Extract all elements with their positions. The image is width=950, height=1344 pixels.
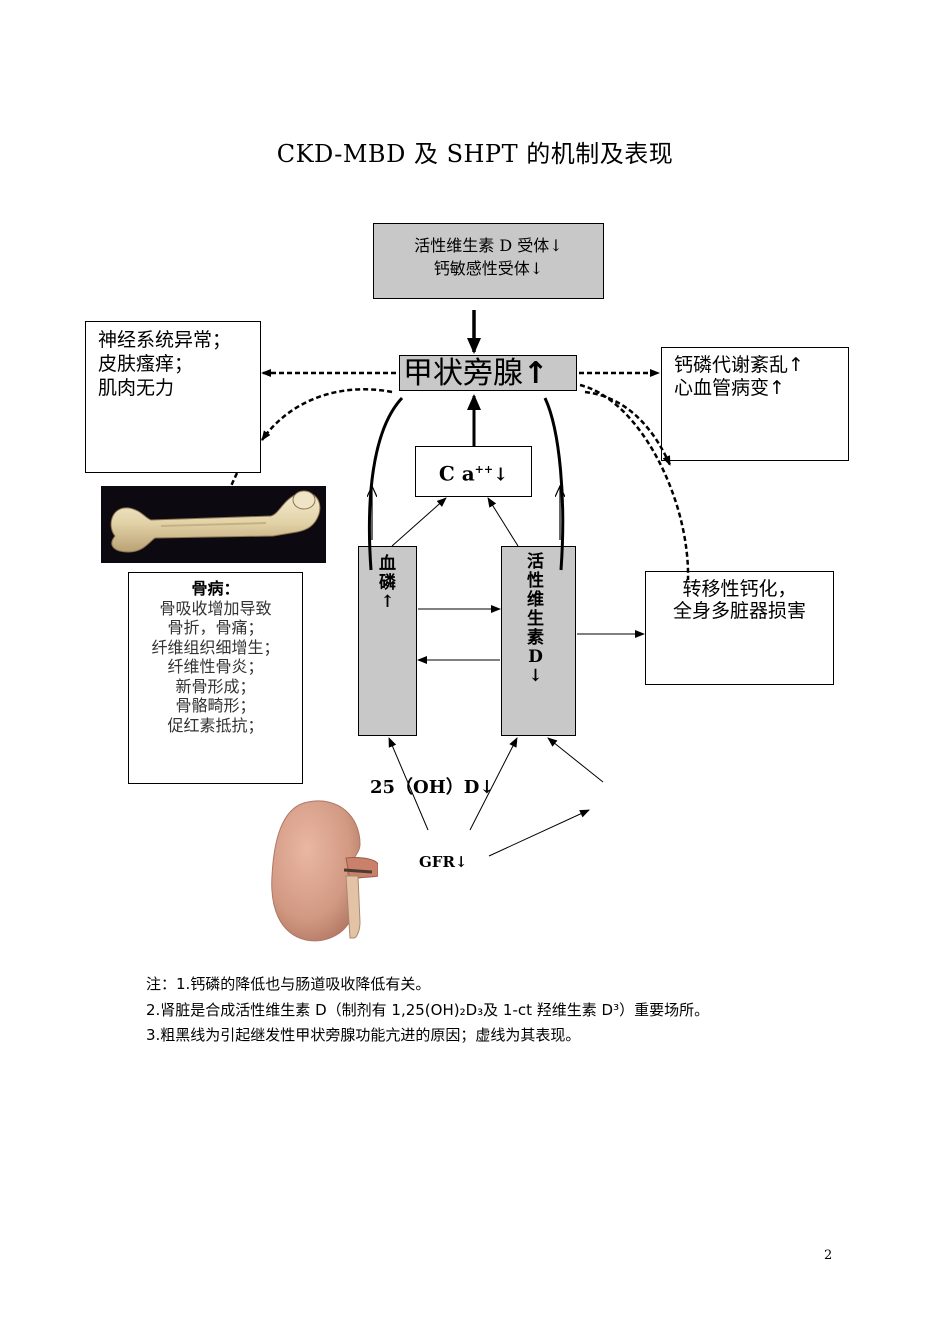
- ca-p-metabolism-box: 钙磷代谢紊乱↑ 心血管病变↑: [661, 347, 849, 461]
- bone-line-1: 骨吸收增加导致: [159, 598, 272, 618]
- kidney-image: [271, 800, 378, 942]
- bone-disease-box: 骨病： 骨吸收增加导致 骨折，骨痛； 纤维组织细增生； 纤维性骨炎； 新骨形成；…: [128, 572, 303, 784]
- parathyroid-to-bone-dashed: [260, 388, 393, 441]
- page-number: 2: [824, 1248, 833, 1263]
- vitd-char-4: 生: [527, 609, 544, 629]
- page-title: CKD-MBD 及 SHPT 的机制及表现: [276, 140, 674, 168]
- neuro-line-1: 神经系统异常；: [98, 329, 232, 351]
- vitd-char-6: D: [528, 647, 543, 667]
- phosphorus-char-1: 血: [379, 554, 396, 574]
- parathyroid-to-calcification-dashed: [579, 383, 690, 581]
- parathyroid-to-cap-lower-dashed: [584, 390, 672, 466]
- phosphorus-column: 血 磷 ↑: [358, 546, 417, 736]
- phosphorus-to-parathyroid-curve: [367, 396, 404, 571]
- vitd-char-1: 活: [527, 552, 544, 572]
- vitd-to-calcium-arrow: [487, 497, 519, 547]
- bone-line-5: 新骨形成；: [175, 676, 256, 696]
- neuro-line-2: 皮肤瘙痒；: [98, 353, 194, 375]
- calcium-label: C a: [438, 461, 475, 486]
- note-3: 3.粗黑线为引起继发性甲状旁腺功能亢进的原因；虚线为其表现。: [146, 1026, 581, 1044]
- calcification-box: 转移性钙化， 全身多脏器损害: [645, 571, 834, 685]
- calcium-down-arrow: ↓: [493, 464, 509, 486]
- note-2: 2.肾脏是合成活性维生素 D（制剂有 1,25(OH)₂D₃及 1-ct 羟维生…: [146, 1001, 710, 1019]
- gfr-to-vitd-arrow: [469, 737, 518, 831]
- phosphorus-char-2: 磷: [379, 573, 396, 593]
- vitd-to-parathyroid-curve: [543, 397, 565, 571]
- bone-line-3: 纤维组织细增生；: [151, 637, 280, 657]
- vitd-char-2: 性: [527, 571, 544, 591]
- femur-bone-image: [101, 486, 326, 563]
- bone-line-6: 骨骼畸形；: [175, 696, 256, 715]
- gfr-label: GFR↓: [419, 853, 468, 871]
- calcium-box: C a++↓: [415, 446, 532, 497]
- neuro-line-3: 肌肉无力: [98, 377, 175, 399]
- phosphorus-up-arrow: ↑: [380, 592, 395, 612]
- parathyroid-up-arrow: ↑: [523, 356, 549, 391]
- note-1: 注：1.钙磷的降低也与肠道吸收降低有关。: [146, 975, 431, 993]
- bone-line-2: 骨折，骨痛；: [167, 618, 264, 637]
- vitd-char-5: 素: [527, 628, 544, 648]
- vitamin-d-column: 活 性 维 生 素 D ↓: [501, 546, 576, 736]
- bone-heading: 骨病：: [191, 579, 240, 598]
- bone-line-4: 纤维性骨炎；: [167, 657, 264, 676]
- hydroxy-vitamin-d-label: 25（OH）D↓: [370, 777, 495, 798]
- vitd-down-arrow: ↓: [528, 666, 543, 686]
- receptor-line-2: 钙敏感性受体↓: [433, 259, 544, 278]
- vitd-char-3: 维: [527, 590, 544, 610]
- receptor-line-1: 活性维生素 D 受体↓: [414, 236, 563, 255]
- receptor-box: 活性维生素 D 受体↓ 钙敏感性受体↓: [373, 223, 604, 299]
- ca-p-line-1: 钙磷代谢紊乱↑: [674, 354, 804, 376]
- gfr-to-phosphorus-arrow: [388, 737, 429, 831]
- neuro-symptoms-box: 神经系统异常； 皮肤瘙痒； 肌肉无力: [85, 321, 261, 473]
- ca-p-line-2: 心血管病变↑: [674, 377, 785, 399]
- gfr-to-right-arrow: [488, 809, 590, 857]
- phosphorus-to-calcium-arrow: [391, 497, 447, 547]
- parathyroid-label: 甲状旁腺: [403, 356, 523, 391]
- calcification-line-2: 全身多脏器损害: [672, 600, 806, 622]
- calcification-to-vitd-arrow: [547, 737, 604, 783]
- bone-line-7: 促红素抵抗；: [167, 715, 264, 735]
- calcification-line-1: 转移性钙化，: [682, 578, 797, 600]
- calcium-superscript: ++: [474, 463, 494, 476]
- parathyroid-box: 甲状旁腺↑: [399, 355, 577, 391]
